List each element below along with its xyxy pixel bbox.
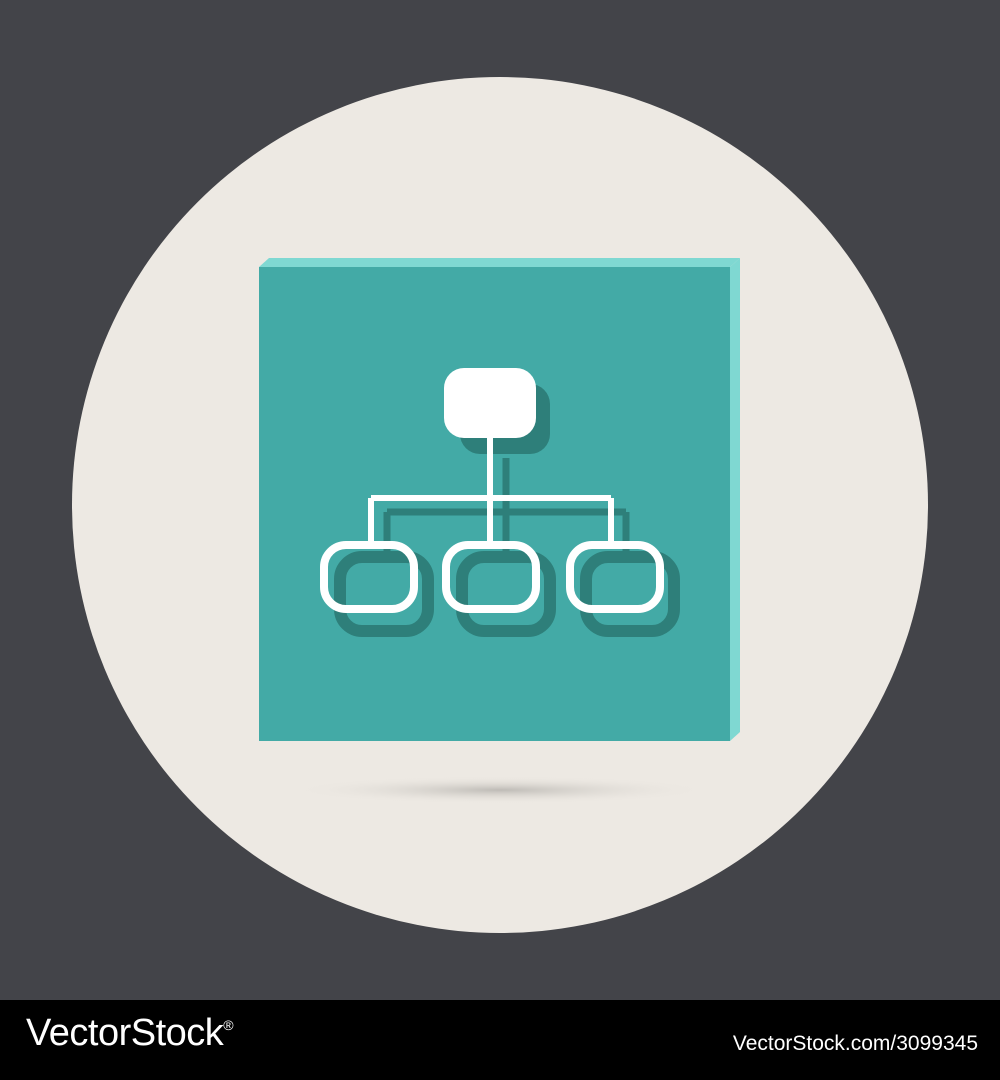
child-node-right <box>566 541 664 613</box>
tile-right-edge <box>730 258 740 741</box>
child-node-center <box>442 541 540 613</box>
child-node-left <box>320 541 418 613</box>
connector-lines <box>368 438 614 545</box>
hierarchy-chart-icon <box>72 77 928 933</box>
tile-drop-shadow <box>290 776 710 804</box>
root-node <box>444 368 536 438</box>
brand-name: VectorStock <box>26 1012 224 1054</box>
brand-logo: VectorStock® <box>26 1012 234 1054</box>
tile-top-edge <box>259 258 740 267</box>
tile-face <box>259 267 730 741</box>
glyph <box>320 368 664 613</box>
image-id: VectorStock.com/3099345 <box>732 1032 978 1055</box>
icon-illustration <box>72 77 928 933</box>
registered-mark: ® <box>223 1017 234 1033</box>
watermark-bar: VectorStock® VectorStock.com/3099345 <box>0 1000 1000 1080</box>
